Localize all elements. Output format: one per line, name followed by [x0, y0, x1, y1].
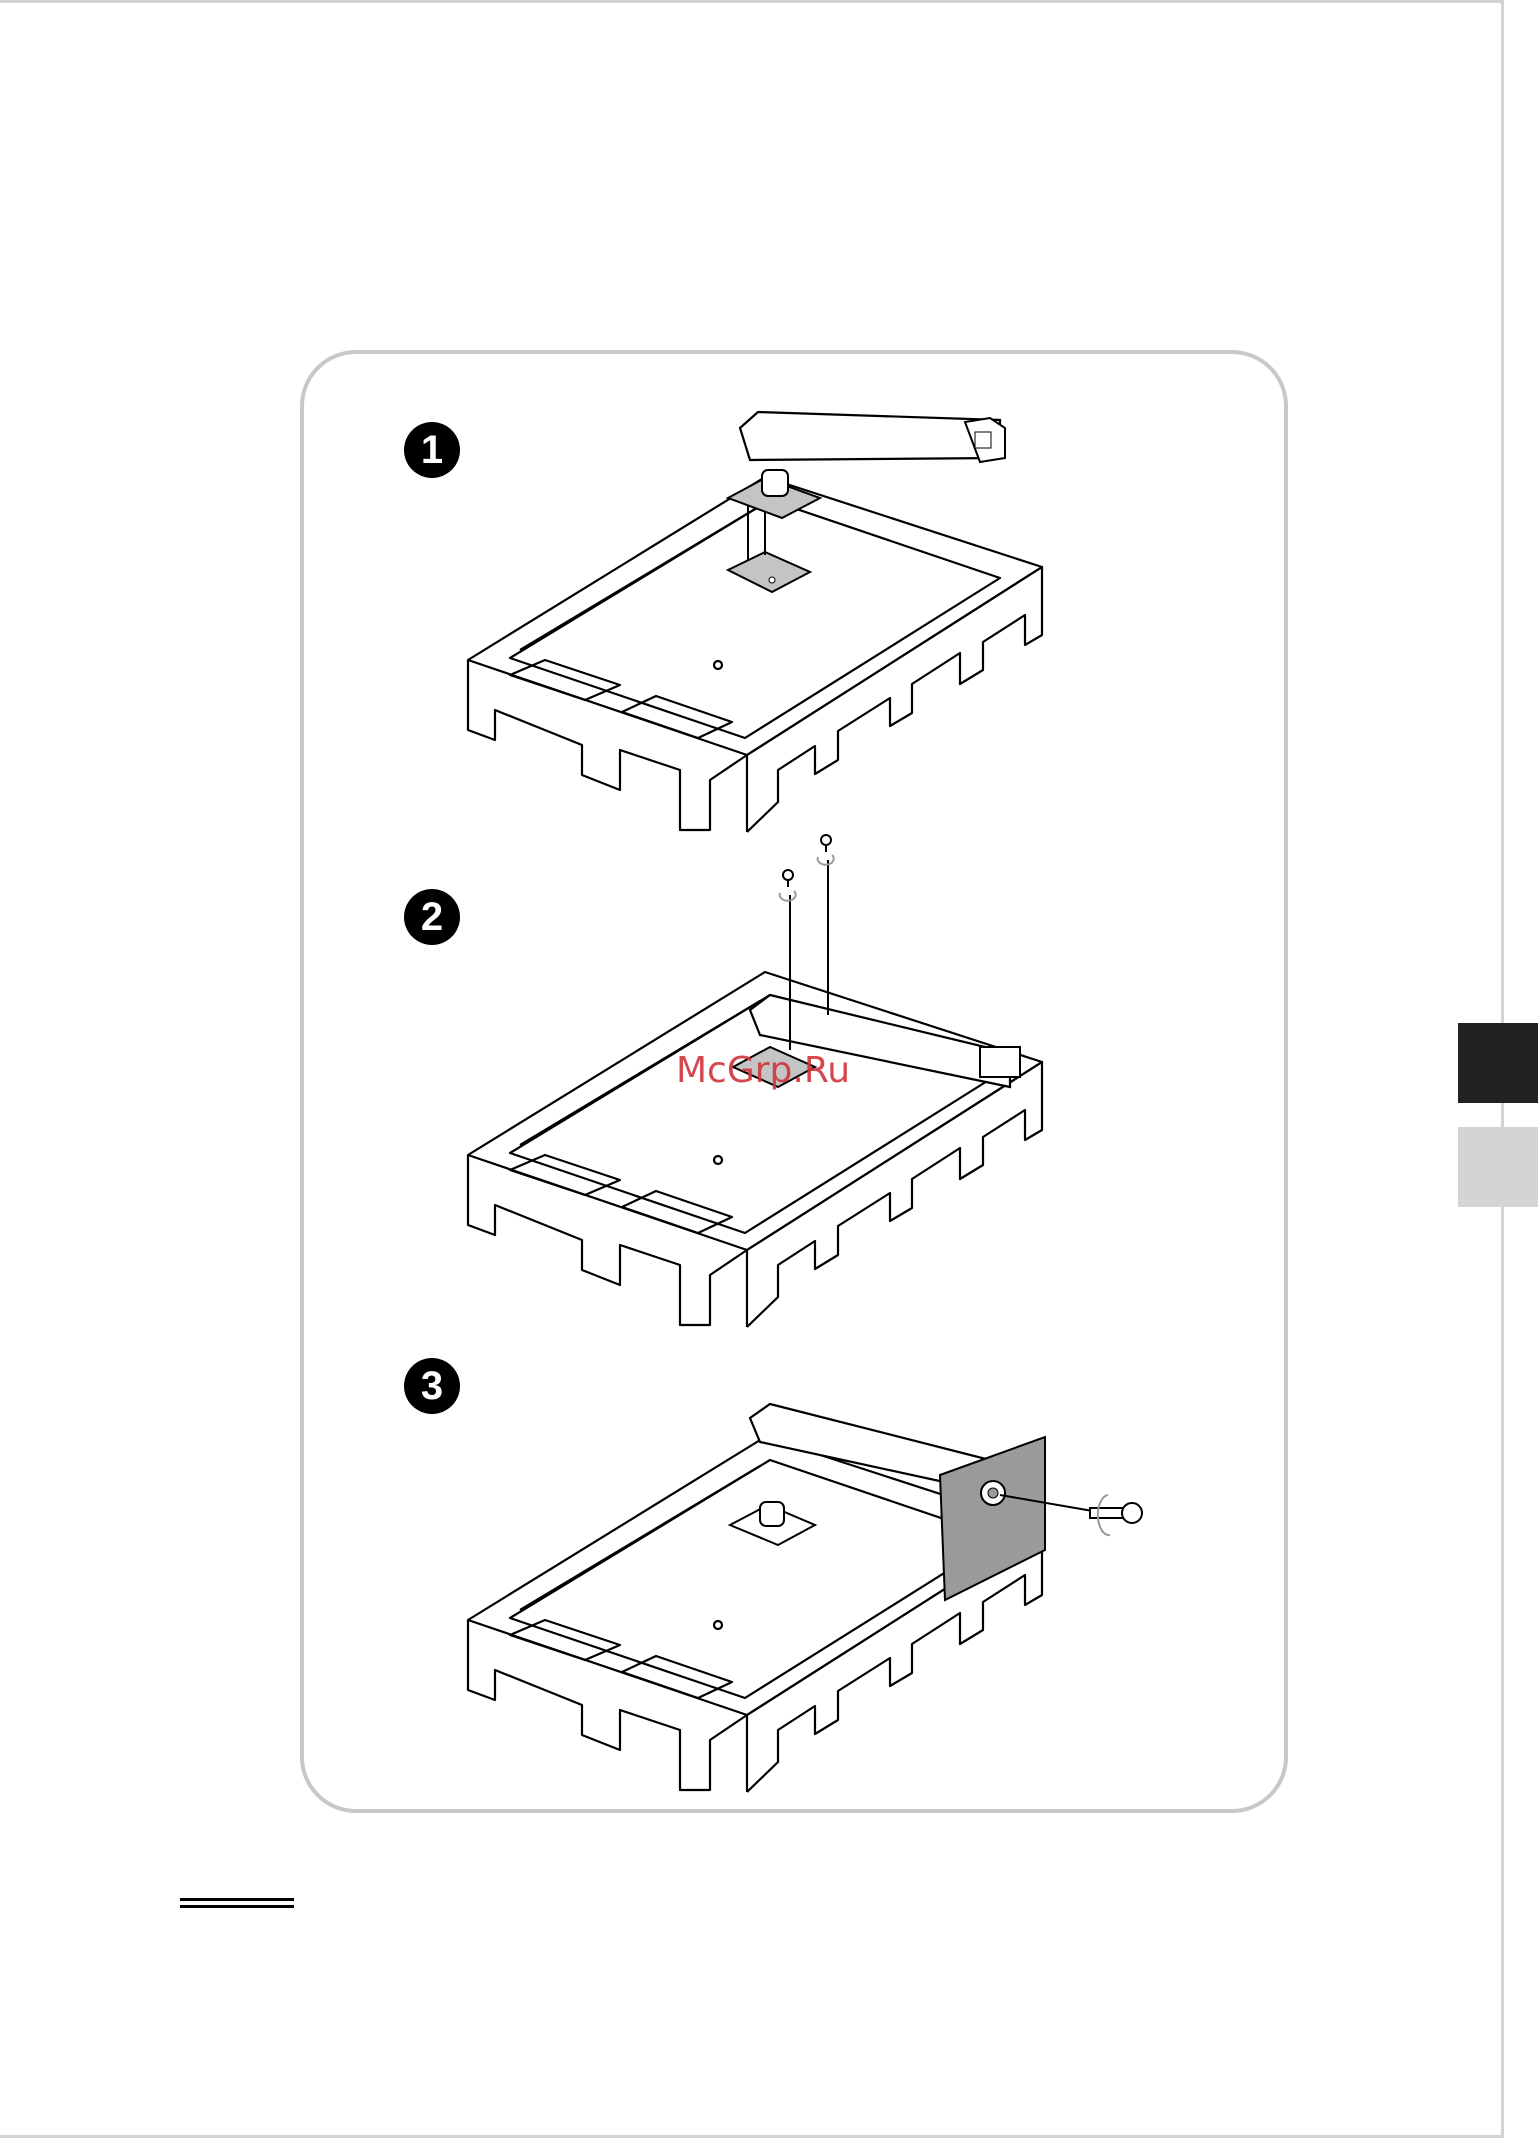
screw-icon [821, 835, 831, 852]
step-3-illustration [468, 1404, 1142, 1792]
screw-icon [783, 870, 793, 887]
step-1-illustration [468, 412, 1042, 832]
section-tab-active [1458, 1023, 1538, 1103]
section-tab-inactive [1458, 1127, 1538, 1207]
watermark-text: McGrp.Ru [676, 1050, 850, 1091]
note-double-rule [180, 1898, 294, 1910]
